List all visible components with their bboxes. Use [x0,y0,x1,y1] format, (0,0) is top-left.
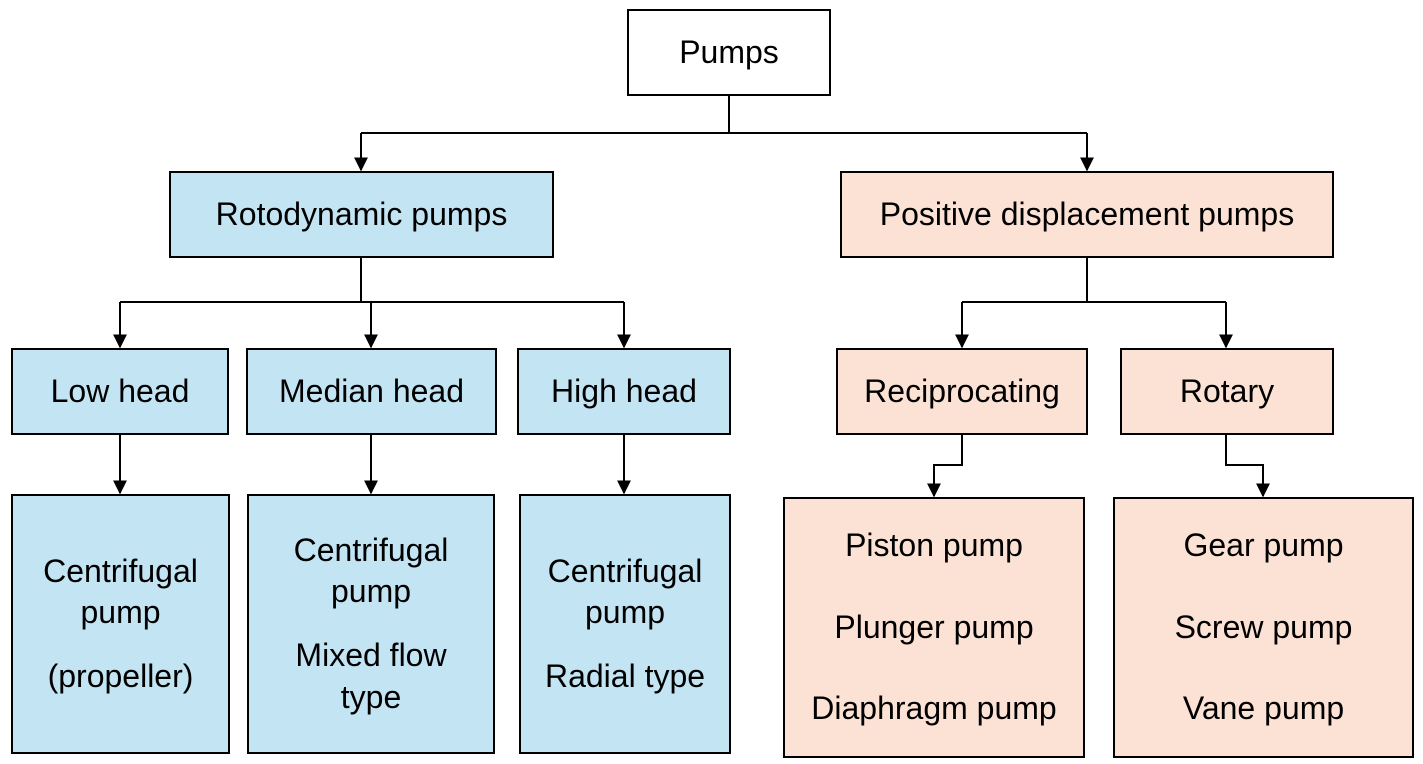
median-head-label: Median head [278,372,465,409]
rotary-label: Rotary [1179,372,1275,409]
detail-line: Screw pump [1174,608,1353,645]
detail-line: Piston pump [845,527,1023,564]
median-head-node: Median head [246,348,497,435]
high-head-detail-box: Centrifugal pump Radial type [519,494,731,754]
pumps-label: Pumps [679,33,779,70]
rotodynamic-pumps-node: Rotodynamic pumps [169,171,554,258]
low-head-node: Low head [11,348,229,435]
detail-line: Mixed flow [295,637,447,673]
detail-line: Gear pump [1183,527,1344,564]
detail-line: Plunger pump [834,608,1034,645]
detail-line: pump [330,573,412,610]
detail-line: Radial type [544,657,706,694]
detail-line: pump [584,594,666,631]
arrow-rotary-detail [1225,435,1270,498]
detail-line: Centrifugal [547,552,703,589]
detail-line: Centrifugal [43,552,198,589]
positive-displacement-pumps-node: Positive displacement pumps [840,171,1334,258]
detail-line: Diaphragm pump [811,690,1057,727]
low-head-detail-box: Centrifugal pump (propeller) [11,494,230,754]
arrow-reciprocating-detail [927,435,963,498]
detail-line: type [340,678,402,715]
high-head-node: High head [517,348,731,435]
rotodynamic-pumps-label: Rotodynamic pumps [215,195,508,232]
detail-line: Centrifugal [293,531,449,568]
reciprocating-label: Reciprocating [864,372,1060,409]
detail-line: (propeller) [47,657,194,694]
rotary-detail-box: Gear pump Screw pump Vane pump [1113,497,1414,758]
high-head-label: High head [551,372,697,409]
pumps-node: Pumps [627,9,831,96]
low-head-label: Low head [50,372,190,409]
reciprocating-detail-box: Piston pump Plunger pump Diaphragm pump [783,497,1085,758]
median-head-detail-box: Centrifugal pump Mixed flow type [247,494,495,754]
positive-displacement-pumps-label: Positive displacement pumps [879,195,1295,232]
rotary-node: Rotary [1120,348,1334,435]
reciprocating-node: Reciprocating [836,348,1088,435]
detail-line: Vane pump [1182,690,1345,727]
detail-line: pump [80,594,161,631]
